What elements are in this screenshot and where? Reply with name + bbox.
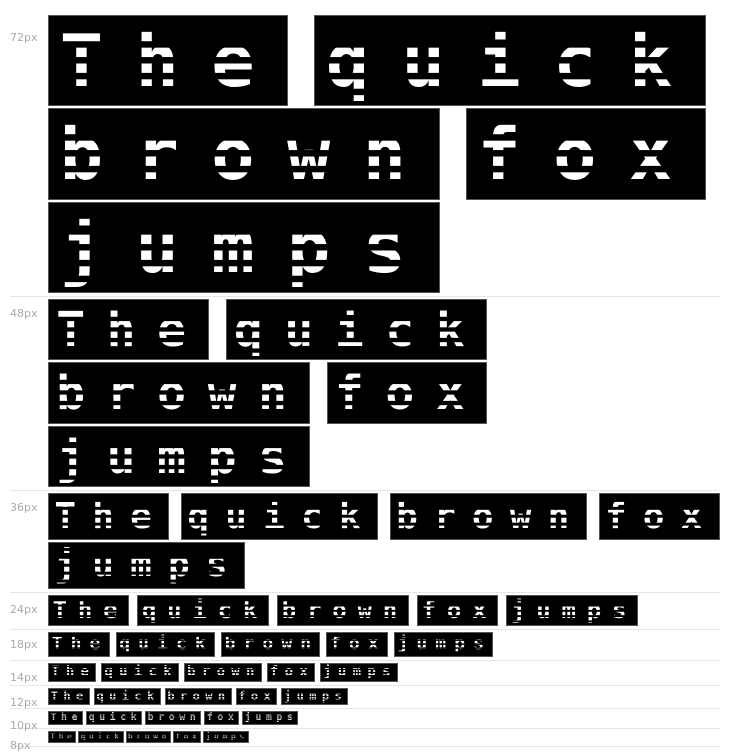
sample-word: jumps <box>506 594 639 627</box>
sample-word: fox <box>266 662 316 682</box>
sample-word: brown <box>220 632 321 657</box>
sample-word: The <box>48 662 97 682</box>
sample-word: brown <box>48 362 310 424</box>
sample-word: quick <box>137 594 270 627</box>
sample-word: jumps <box>48 425 310 488</box>
sample-word: quick <box>93 687 161 705</box>
sample-word: jumps <box>203 731 249 744</box>
sample-word: jumps <box>48 201 440 293</box>
sample-word: fox <box>204 710 240 726</box>
sample-word: The <box>48 298 209 361</box>
sample-word: brown <box>48 108 440 200</box>
sample-word: fox <box>235 687 278 705</box>
sample-word: The <box>48 710 84 726</box>
sample-word: The <box>48 687 90 705</box>
size-label: 36px <box>10 501 38 515</box>
size-label: 12px <box>10 695 38 709</box>
sample-word: quick <box>101 662 180 682</box>
sample-word: fox <box>326 362 488 424</box>
sample-word: quick <box>314 15 706 107</box>
sample-word: jumps <box>281 687 349 705</box>
sample-word: The <box>48 632 110 657</box>
sample-word: brown <box>164 687 232 705</box>
sample-word: fox <box>598 493 720 540</box>
size-label: 72px <box>10 31 38 44</box>
sample-word: fox <box>465 108 706 200</box>
sample-word: jumps <box>242 710 299 726</box>
sample-word: brown <box>125 731 171 744</box>
size-label: 24px <box>10 602 38 616</box>
sample-word: jumps <box>320 662 398 682</box>
sample-word: The <box>48 15 289 107</box>
sample-word: quick <box>225 298 488 361</box>
sample-word: brown <box>389 493 587 540</box>
sample-word: quick <box>115 632 215 657</box>
sample-word: jumps <box>48 541 245 589</box>
sample-word: fox <box>326 632 388 657</box>
sample-word: quick <box>86 710 143 726</box>
sample-word: The <box>48 493 170 540</box>
size-label: 14px <box>10 670 38 684</box>
sample-word: The <box>48 731 77 744</box>
sample-word: brown <box>184 662 262 682</box>
sample-word: quick <box>181 493 378 540</box>
sample-word: The <box>48 594 130 627</box>
sample-word: brown <box>145 710 202 726</box>
sample-word: quick <box>78 731 124 744</box>
sample-word: fox <box>417 594 499 627</box>
size-label: 18px <box>10 638 38 652</box>
size-label: 48px <box>10 306 38 320</box>
sample-word: fox <box>173 731 202 744</box>
size-label: 8px <box>10 739 31 752</box>
sample-word: jumps <box>393 632 494 657</box>
sample-word: brown <box>277 594 410 627</box>
